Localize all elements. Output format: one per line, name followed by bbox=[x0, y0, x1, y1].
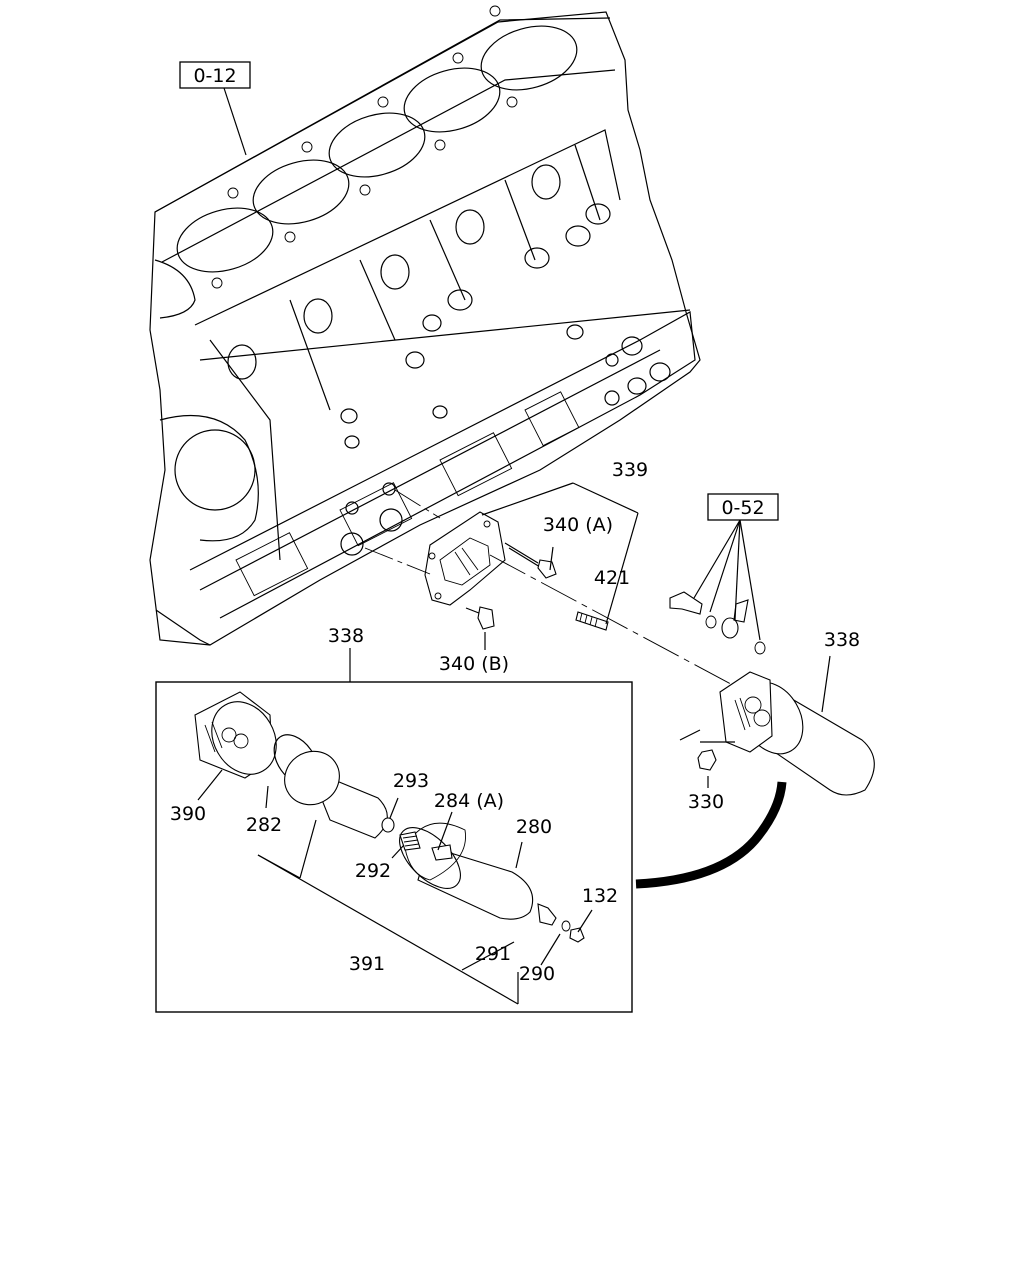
bolt-340b bbox=[465, 606, 495, 630]
part-label-421: 421 bbox=[594, 567, 630, 589]
nut-330 bbox=[697, 749, 717, 771]
pointer-arrow bbox=[635, 781, 787, 889]
part-label-340b: 340 (B) bbox=[439, 653, 509, 675]
inset-filter-head bbox=[194, 691, 277, 779]
inset-element-282 bbox=[273, 734, 388, 839]
bolt-kit-0-52 bbox=[669, 591, 766, 655]
part-label-330: 330 bbox=[688, 791, 724, 813]
part-label-282: 282 bbox=[246, 814, 282, 836]
part-label-290: 290 bbox=[519, 963, 555, 985]
ref-box-0-12 bbox=[179, 61, 251, 89]
part-label-284a: 284 (A) bbox=[434, 790, 504, 812]
bolt-340a bbox=[504, 542, 557, 579]
ref-label-0-12: 0-12 bbox=[193, 65, 236, 87]
engine-block bbox=[149, 5, 701, 646]
part-label-132: 132 bbox=[582, 885, 618, 907]
inset-small-parts bbox=[381, 817, 585, 943]
ref-box-0-52 bbox=[707, 493, 779, 521]
part-label-390: 390 bbox=[170, 803, 206, 825]
filter-assembly-right bbox=[679, 671, 875, 796]
leader-lines bbox=[197, 87, 831, 1005]
oil-filter-adapter bbox=[424, 511, 506, 606]
part-label-340a: 340 (A) bbox=[543, 514, 613, 536]
part-label-338-left: 338 bbox=[328, 625, 364, 647]
detail-inset-box bbox=[155, 681, 633, 1013]
part-label-391: 391 bbox=[349, 953, 385, 975]
part-label-338-right: 338 bbox=[824, 629, 860, 651]
stud-421 bbox=[575, 611, 609, 631]
part-label-293: 293 bbox=[393, 770, 429, 792]
ref-label-0-52: 0-52 bbox=[721, 497, 764, 519]
part-label-339: 339 bbox=[612, 459, 648, 481]
part-label-292: 292 bbox=[355, 860, 391, 882]
part-label-291: 291 bbox=[475, 943, 511, 965]
part-label-280: 280 bbox=[516, 816, 552, 838]
